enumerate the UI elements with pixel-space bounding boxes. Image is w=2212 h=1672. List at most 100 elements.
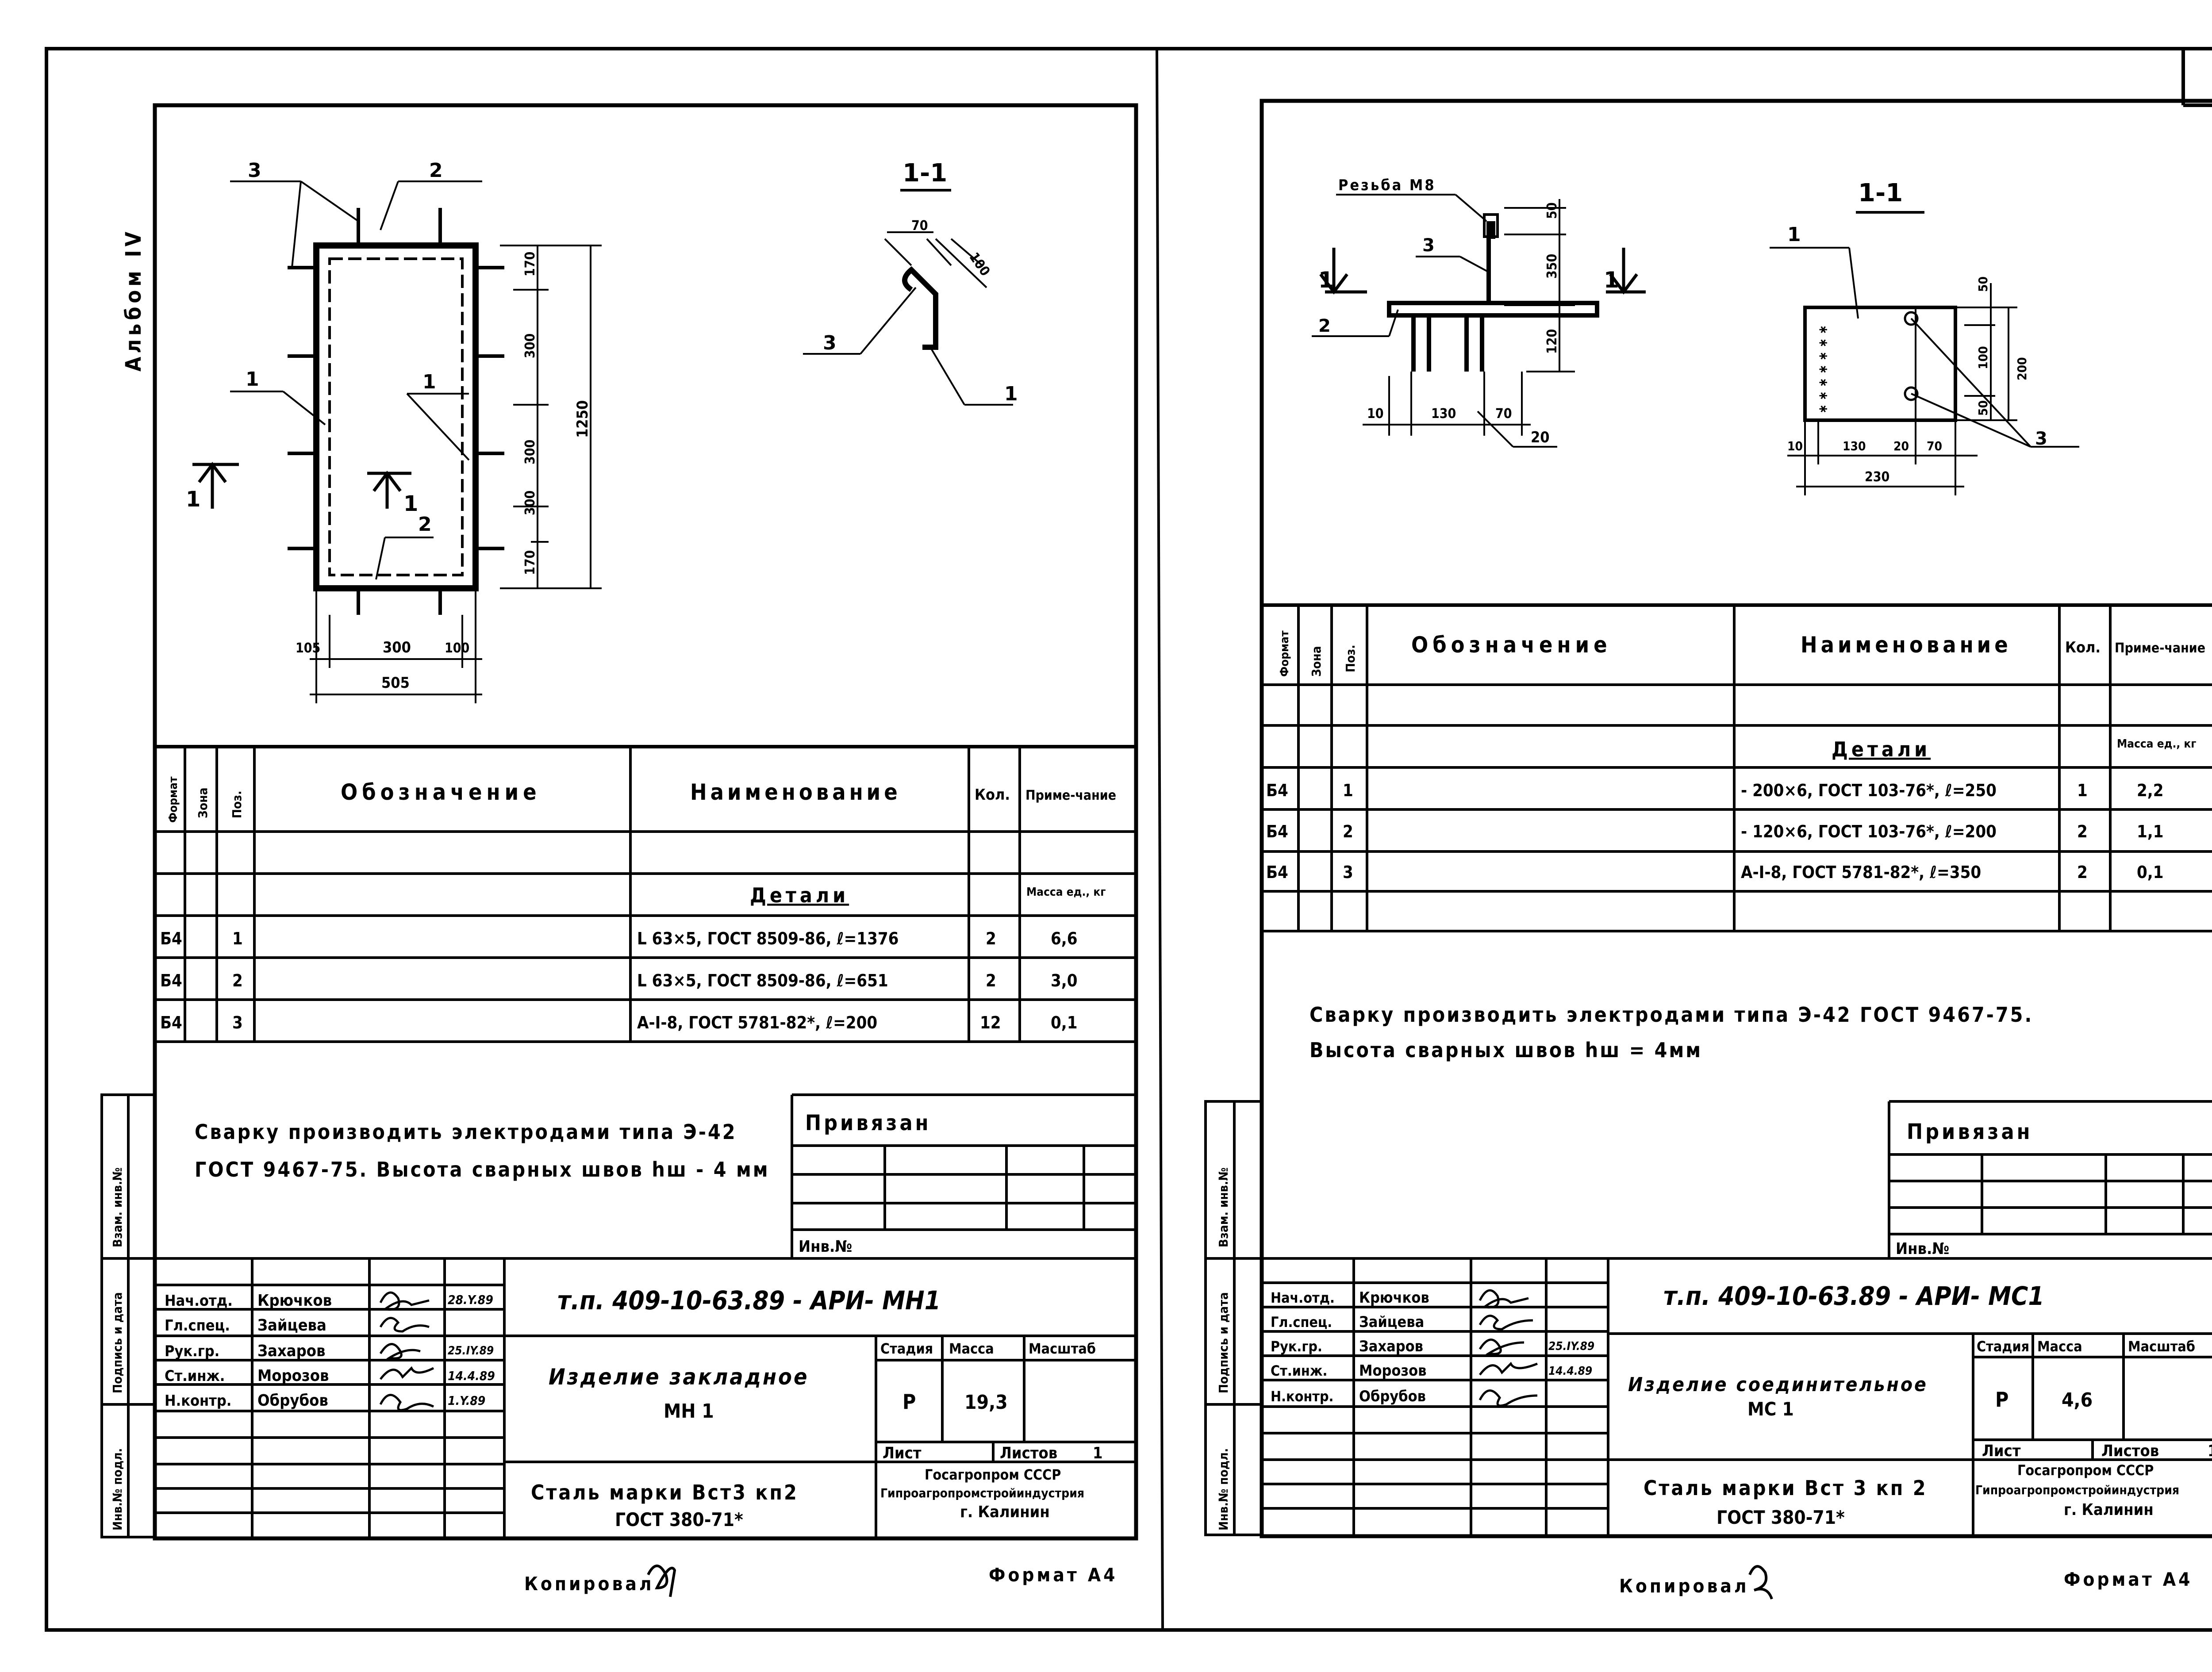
right-row-3-note: 0,1	[2137, 863, 2164, 882]
left-callout-1b: 1	[422, 371, 436, 393]
right-sec-weld-marks: ∗ ∗ ∗ ∗ ∗ ∗ ∗	[1816, 325, 1830, 414]
left-org-line1: Госагропром СССР	[925, 1466, 1061, 1483]
left-sheet-label: Лист	[883, 1444, 922, 1462]
right-note-line2: Высота сварных швов hш = 4мм	[1310, 1038, 1702, 1062]
right-row-3-pos: 3	[1343, 863, 1353, 882]
left-side-podpis: Подпись и дата	[110, 1292, 125, 1393]
left-date-4: 14.4.89	[448, 1369, 495, 1383]
right-sec-dim-200: 200	[2015, 357, 2029, 380]
right-sec-dim-100: 100	[1976, 346, 1990, 369]
right-thread-label: Резьба М8	[1338, 176, 1436, 194]
right-hdr-format: Формат	[1278, 630, 1291, 677]
right-org-line3: г. Калинин	[2064, 1501, 2154, 1519]
left-role-2: Гл.спец.	[165, 1317, 230, 1335]
left-section-group: Детали	[750, 883, 849, 907]
right-dim-130: 130	[1431, 406, 1456, 422]
right-sheets-value: 1	[2208, 1442, 2212, 1460]
left-callout-2b: 2	[418, 513, 432, 536]
right-sec-dim-130: 130	[1843, 439, 1866, 453]
left-name-4: Морозов	[257, 1367, 329, 1385]
left-row-3-pos: 3	[232, 1013, 243, 1032]
right-role-1: Нач.отд.	[1271, 1289, 1335, 1306]
left-role-3: Рук.гр.	[165, 1342, 219, 1360]
left-mass-note: Масса ед., кг	[1026, 886, 1106, 899]
left-row-3-format: Б4	[160, 1013, 182, 1032]
left-mass-label: Масса	[949, 1340, 994, 1357]
left-side-stamp: Взам. инв.№ Подпись и дата Инв.№ подл.	[100, 1093, 156, 1538]
right-spec-table: Формат Зона Поз. Обозначение Наименовани…	[1262, 605, 2212, 932]
left-side-vzam: Взам. инв.№	[110, 1167, 125, 1247]
left-row-1-format: Б4	[160, 929, 182, 948]
left-date-5: 1.Y.89	[448, 1393, 485, 1408]
left-row-3: Б4 3 A-I-8, ГОСТ 5781-82*, ℓ=200 12 0,1	[160, 1013, 1078, 1032]
right-product-line2: МС 1	[1747, 1398, 1794, 1420]
left-section-label: 1-1	[902, 159, 947, 188]
left-hdr-note: Приме-чание	[1025, 788, 1116, 803]
left-dim-300a: 300	[522, 334, 538, 358]
sheet-divider	[1156, 48, 1164, 1630]
right-title-block: Нач.отд. Гл.спец. Рук.гр. Ст.инж. Н.конт…	[1262, 1257, 2212, 1535]
left-inv-label: Инв.№	[799, 1238, 852, 1256]
right-section-mark-b: 1	[1604, 267, 1619, 293]
left-row-3-note: 0,1	[1051, 1013, 1078, 1032]
right-dim-350: 350	[1544, 254, 1560, 279]
right-name-3: Захаров	[1359, 1338, 1423, 1355]
left-product-line2: МН 1	[664, 1400, 714, 1423]
right-sec-callout-3: 3	[2035, 429, 2047, 449]
right-org-line2: Гипроагропромстройиндустрия	[1975, 1483, 2179, 1497]
left-section-view: 1-1 70 100 3 1	[803, 159, 1018, 406]
left-row-2-name: L 63×5, ГОСТ 8509-86, ℓ=651	[637, 971, 888, 990]
right-name-1: Крючков	[1359, 1289, 1429, 1307]
right-dim-120: 120	[1544, 329, 1560, 354]
right-copied-label: Копировал	[1619, 1575, 1749, 1597]
left-copied-label: Копировал	[524, 1573, 654, 1595]
right-signatures	[1479, 1289, 1538, 1407]
right-mass-note: Масса ед., кг	[2117, 737, 2197, 751]
left-row-1-note: 6,6	[1051, 929, 1078, 948]
right-row-3: Б4 3 A-I-8, ГОСТ 5781-82*, ℓ=350 2 0,1	[1266, 863, 2164, 882]
right-row-2-name: - 120×6, ГОСТ 103-76*, ℓ=200	[1741, 822, 1997, 841]
right-name-4: Морозов	[1359, 1362, 1427, 1380]
left-row-2-note: 3,0	[1051, 971, 1078, 990]
left-dim-1250: 1250	[574, 400, 591, 438]
right-sheets-label: Листов	[2101, 1442, 2159, 1460]
right-role-2: Гл.спец.	[1271, 1314, 1332, 1331]
left-name-2: Зайцева	[257, 1316, 326, 1335]
left-spec-table: Формат Зона Поз. Обозначение Наименовани…	[155, 747, 1136, 1043]
left-row-2-pos: 2	[232, 971, 243, 990]
right-rod-bottom	[1904, 386, 1919, 401]
right-row-2: Б4 2 - 120×6, ГОСТ 103-76*, ℓ=200 2 1,1	[1266, 822, 2164, 841]
right-hdr-zone: Зона	[1309, 646, 1324, 677]
right-row-2-format: Б4	[1266, 822, 1288, 841]
right-hdr-note: Приме-чание	[2115, 640, 2205, 656]
right-sec-dim-50: 50	[1976, 276, 1990, 292]
left-dim-300c: 300	[522, 491, 538, 515]
left-sheets-label: Листов	[1000, 1444, 1057, 1462]
right-privyazan-box: Привязан Инв.№	[1888, 1100, 2212, 1258]
left-role-4: Ст.инж.	[165, 1367, 225, 1385]
left-material-line1: Сталь марки Вст3 кп2	[531, 1480, 799, 1504]
left-copied-signature	[647, 1565, 676, 1597]
right-hdr-qty: Кол.	[2065, 639, 2101, 656]
right-name-5: Обрубов	[1359, 1388, 1426, 1405]
left-sec-dim-70: 70	[911, 218, 928, 234]
right-row-1-note: 2,2	[2137, 781, 2164, 800]
right-date-3: 25.IY.89	[1548, 1340, 1594, 1353]
right-side-stamp: Взам. инв.№ Подпись и дата Инв.№ подл.	[1204, 1100, 1263, 1536]
left-doc-code: т.п. 409-10-63.89 - АРИ- МН1	[557, 1285, 941, 1315]
left-date-1: 28.Y.89	[448, 1292, 493, 1307]
left-sec-callout-3: 3	[823, 332, 837, 354]
right-date-4: 14.4.89	[1548, 1365, 1592, 1378]
left-row-1-name: L 63×5, ГОСТ 8509-86, ℓ=1376	[637, 929, 899, 948]
right-role-5: Н.контр.	[1271, 1388, 1333, 1405]
left-dim-170-bot: 170	[522, 550, 538, 575]
right-section-mark-a: 1	[1318, 267, 1334, 293]
left-material-line2: ГОСТ 380-71*	[615, 1509, 743, 1530]
left-dim-300b: 300	[522, 440, 538, 464]
right-material-line1: Сталь марки Вст 3 кп 2	[1644, 1476, 1928, 1500]
left-plan-view: 3 2 1 1 2 1 1	[186, 159, 602, 703]
right-row-2-pos: 2	[1343, 822, 1353, 841]
right-row-3-format: Б4	[1266, 863, 1288, 882]
right-doc-code: т.п. 409-10-63.89 - АРИ- МС1	[1663, 1281, 2044, 1311]
